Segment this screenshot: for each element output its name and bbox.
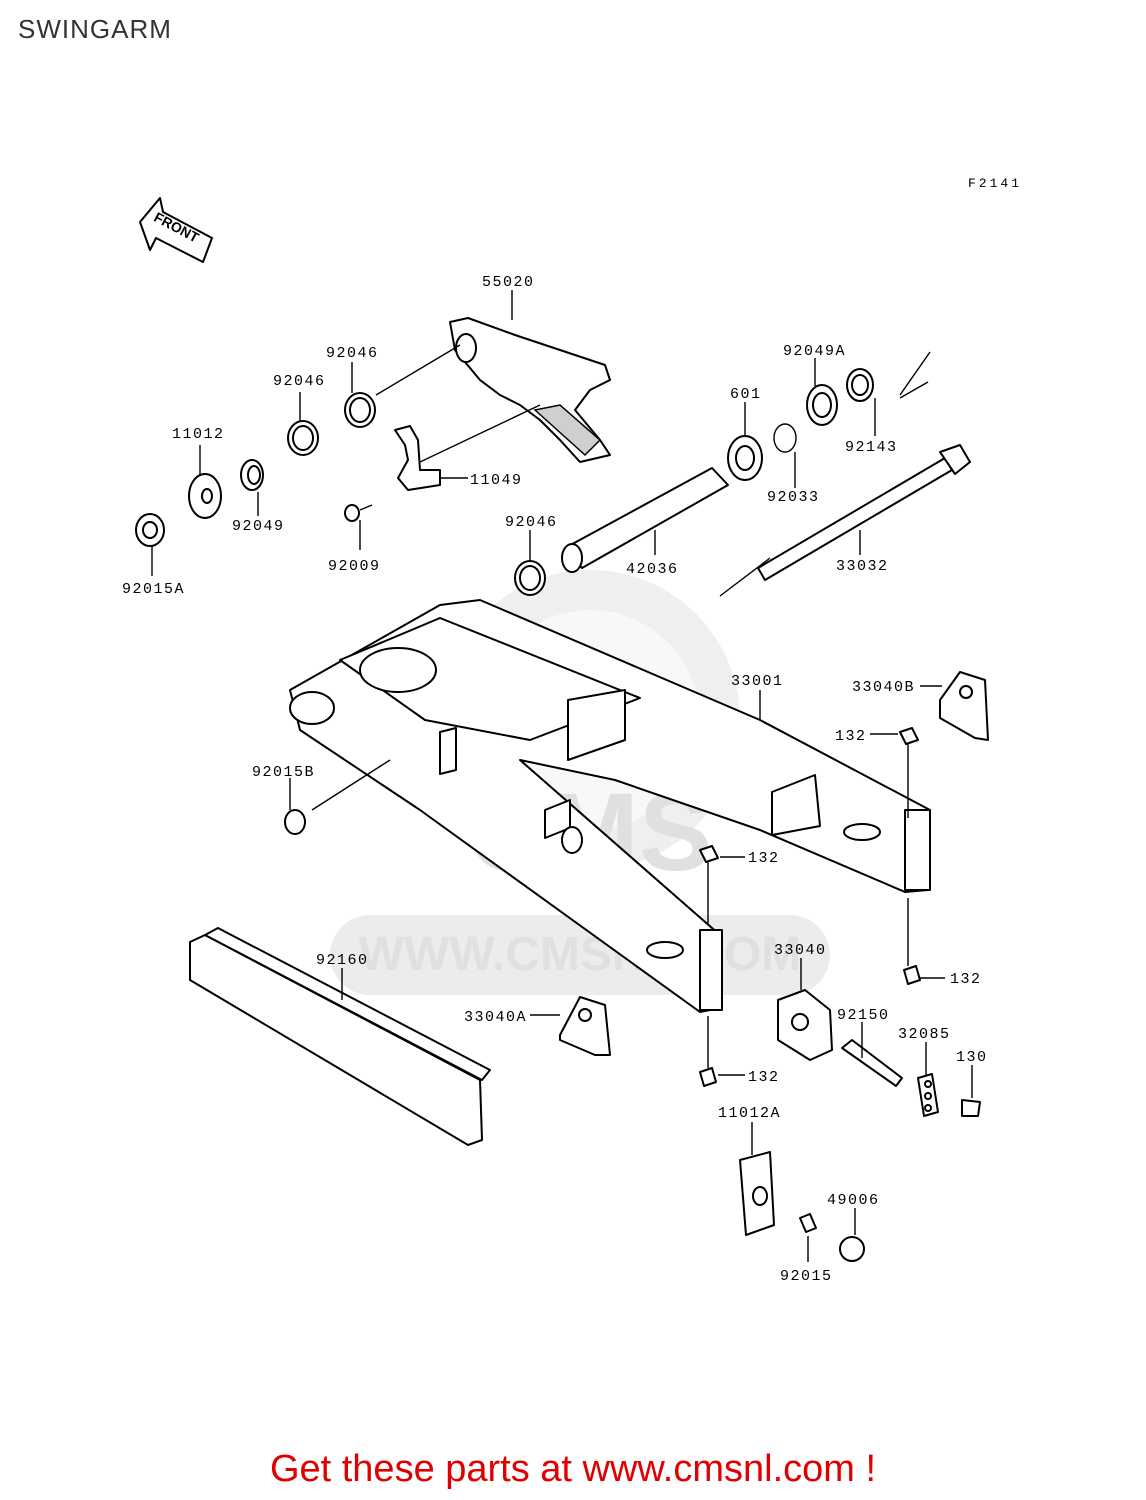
callout-11012: 11012 [172,426,225,443]
figure-code: F2141 [968,176,1023,191]
callout-33040: 33040 [774,942,827,959]
bearings-left [135,392,546,835]
callout-11049: 11049 [470,472,523,489]
callout-132-lower: 132 [748,1069,780,1086]
callout-132-upper-right: 132 [835,728,867,745]
callout-42036: 42036 [626,561,679,578]
callout-92046-low: 92046 [505,514,558,531]
footer-prefix: Get these parts at [269,1448,583,1490]
adjuster-33040 [777,989,833,1061]
callout-130: 130 [956,1049,988,1066]
swingarm-body [289,599,931,1013]
callout-92150: 92150 [837,1007,890,1024]
callout-92143: 92143 [845,439,898,456]
leader-lines [151,290,973,1262]
bolts-132 [699,727,921,1087]
callout-11012A: 11012A [718,1105,781,1122]
footer-promo: Get these parts at www.cmsnl.com ! [0,1448,1146,1491]
front-arrow-icon: FRONT [139,197,213,263]
callout-33001: 33001 [731,673,784,690]
callout-601: 601 [730,386,762,403]
pivot-shaft [561,467,729,573]
callout-92015: 92015 [780,1268,833,1285]
callout-92009: 92009 [328,558,381,575]
callout-55020: 55020 [482,274,535,291]
callout-132-center: 132 [748,850,780,867]
callout-92160: 92160 [316,952,369,969]
page-title: SWINGARM [18,14,172,44]
watermark-text: WWW.CMSNL.COM [359,928,802,981]
footer-suffix: ! [854,1448,877,1490]
callout-92046-mid: 92046 [273,373,326,390]
callout-92046-top: 92046 [326,345,379,362]
callout-92015B: 92015B [252,764,315,781]
rear-hardware [739,1151,865,1262]
callout-92049A: 92049A [783,343,846,360]
pivot-bolt [757,444,971,581]
footer-link[interactable]: www.cmsnl.com [582,1448,855,1490]
callout-92049: 92049 [232,518,285,535]
bracket-11049 [394,425,441,491]
callout-33032: 33032 [836,558,889,575]
callout-92033: 92033 [767,489,820,506]
callout-32085: 32085 [898,1026,951,1043]
adjuster-hardware [841,1039,981,1117]
adjuster-33040A [559,996,611,1056]
chain-slipper [189,927,491,1146]
callout-labels: 55020 92046 92046 11012 92049 92015A 920… [122,274,988,1285]
callout-92015A: 92015A [122,581,185,598]
callout-132-right: 132 [950,971,982,988]
chain-guard [449,317,611,463]
callout-33040A: 33040A [464,1009,527,1026]
callout-49006: 49006 [827,1192,880,1209]
bearings-right [727,368,874,481]
adjuster-33040B [939,671,989,741]
callout-33040B: 33040B [852,679,915,696]
